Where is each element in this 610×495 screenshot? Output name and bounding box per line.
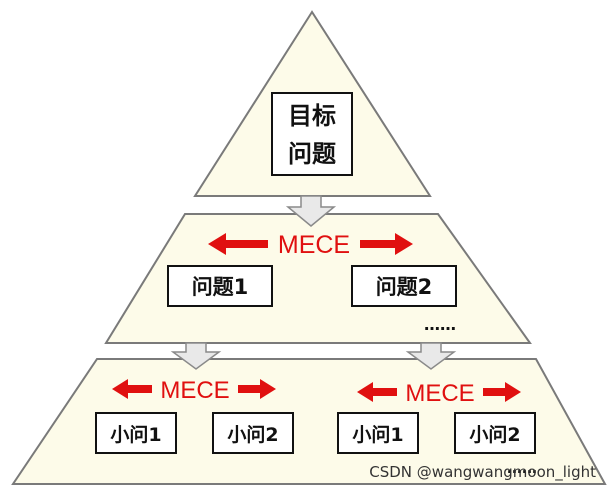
down-arrow-icon xyxy=(405,342,457,370)
watermark: CSDN @wangwangmoon_light xyxy=(369,463,596,482)
sub-question-1-left-box: 小问1 xyxy=(95,412,177,454)
sub-question-2-left-box: 小问2 xyxy=(212,412,294,454)
problem-1-label: 问题1 xyxy=(192,275,249,299)
sub-question-label: 小问2 xyxy=(469,424,520,446)
sub-question-label: 小问1 xyxy=(352,424,403,446)
problem-2-box: 问题2 xyxy=(351,265,457,307)
down-arrow-icon xyxy=(285,195,337,227)
sub-question-1-right-box: 小问1 xyxy=(337,412,419,454)
right-arrow-icon xyxy=(238,379,276,399)
left-arrow-icon xyxy=(208,233,268,255)
mece-label: MECE xyxy=(278,231,350,259)
middle-ellipsis: …… xyxy=(424,315,456,334)
mece-label: MECE xyxy=(160,377,229,404)
goal-label: 目标 xyxy=(288,102,336,130)
problem-1-box: 问题1 xyxy=(167,265,273,307)
problem-2-label: 问题2 xyxy=(376,275,433,299)
left-arrow-icon xyxy=(357,382,397,402)
mece-label: MECE xyxy=(405,380,474,407)
right-arrow-icon xyxy=(483,382,521,402)
right-arrow-icon xyxy=(360,233,413,255)
down-arrow-icon xyxy=(170,342,222,370)
mece-indicator-middle: MECE xyxy=(208,231,413,259)
mece-indicator-bottom-right: MECE xyxy=(357,380,521,407)
sub-question-2-right-box: 小问2 xyxy=(454,412,536,454)
goal-problem-box: 目标 问题 xyxy=(271,92,353,176)
sub-question-label: 小问1 xyxy=(110,424,161,446)
problem-label: 问题 xyxy=(288,140,336,168)
mece-indicator-bottom-left: MECE xyxy=(112,377,276,404)
left-arrow-icon xyxy=(112,379,152,399)
bottom-ellipsis: …… xyxy=(507,459,537,477)
sub-question-label: 小问2 xyxy=(227,424,278,446)
